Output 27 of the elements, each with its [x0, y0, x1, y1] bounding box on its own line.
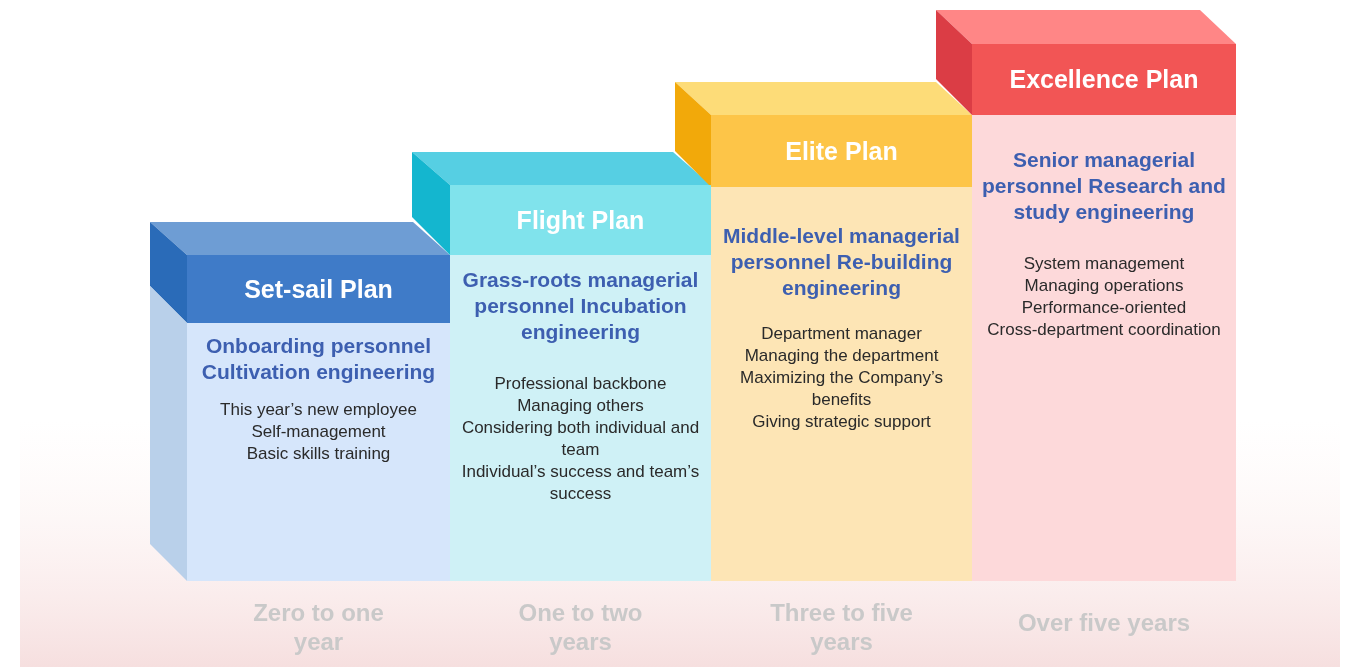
plan-feature-text: Department manager — [761, 323, 922, 345]
plan-feature-text: Considering both individual and team — [460, 417, 701, 461]
plan-feature-text: System management — [1023, 253, 1185, 275]
target-group-heading: Onboarding personnel Cultivation engineering — [200, 333, 437, 385]
plan-feature-text: Managing the department — [744, 345, 939, 367]
plan-title-band: Elite Plan — [711, 115, 972, 187]
plan-feature-text: This year’s new employee — [220, 399, 417, 421]
target-group-heading: Senior managerial personnel Research and study engineering — [981, 147, 1227, 225]
target-group-heading: Grass-roots managerial personnel Incubation engineering — [461, 267, 700, 345]
plan-feature-text: Managing others — [517, 395, 644, 417]
plan-feature-text: Self-management — [251, 421, 386, 443]
plan-feature-text: Basic skills training — [246, 443, 391, 465]
plan-feature-text: Giving strategic support — [752, 411, 931, 433]
plan-step-block — [450, 185, 711, 581]
plan-title-band: Flight Plan — [450, 185, 711, 255]
plan-title-band: Excellence Plan — [972, 44, 1236, 115]
plan-title-band: Set-sail Plan — [187, 255, 450, 323]
target-group-heading: Middle-level managerial personnel Re-building engineering — [722, 223, 961, 301]
plan-step-block — [187, 255, 450, 581]
plan-step-block — [972, 44, 1236, 581]
plan-feature-text: Maximizing the Company’s benefits — [739, 367, 944, 411]
plan-feature-text: Performance-oriented — [1021, 297, 1187, 319]
plan-feature-text: Individual’s success and team’s success — [460, 461, 701, 505]
plan-step-block — [711, 115, 972, 581]
plan-feature-text: Managing operations — [1024, 275, 1184, 297]
plan-feature-text: Professional backbone — [494, 373, 667, 395]
plan-feature-text: Cross-department coordination — [987, 319, 1221, 341]
